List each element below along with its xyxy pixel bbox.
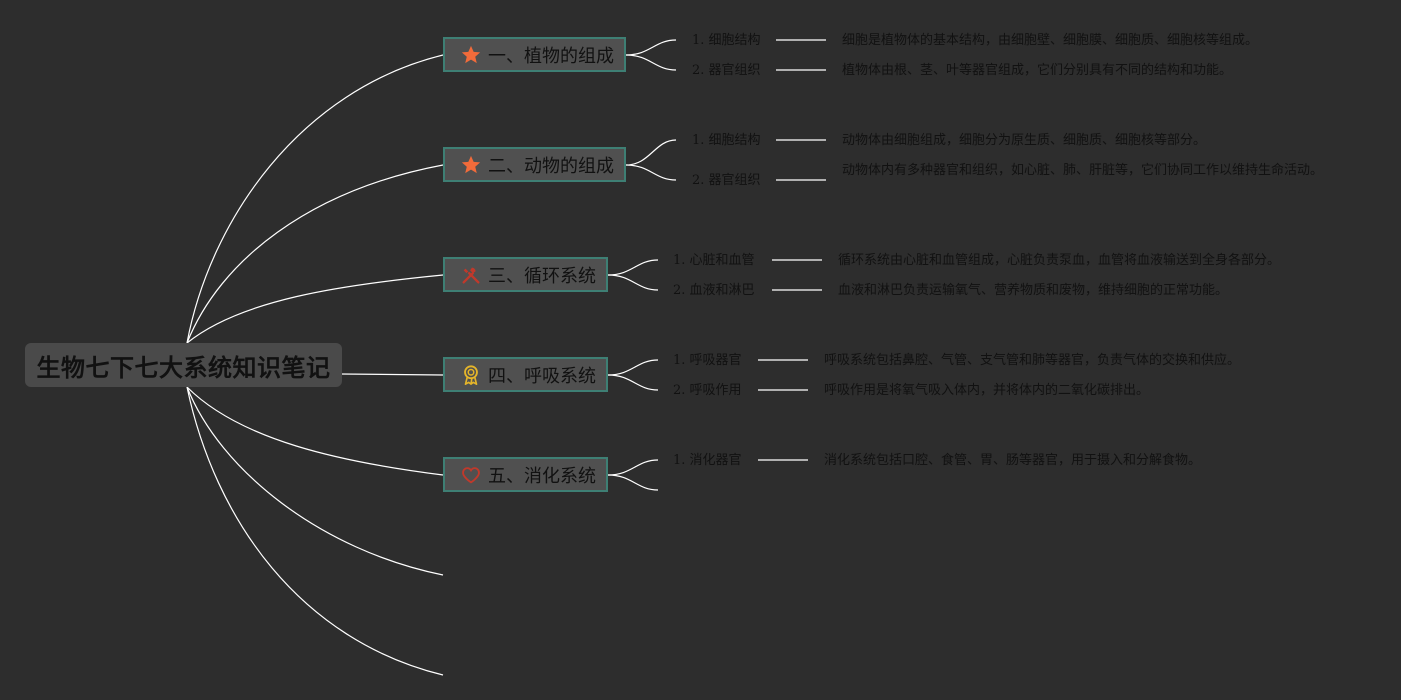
leaf-label[interactable]: 1. 细胞结构 (692, 33, 761, 48)
leaf-label[interactable]: 1. 消化器官 (673, 453, 742, 468)
leaf-description: 细胞是植物体的基本结构，由细胞壁、细胞膜、细胞质、细胞核等组成。 (842, 33, 1259, 48)
leaf-description: 动物体内有多种器官和组织，如心脏、肺、肝脏等，它们协同工作以维持生命活动。 (842, 163, 1324, 178)
leaf-description: 血液和淋巴负责运输氧气、营养物质和废物，维持细胞的正常功能。 (838, 283, 1229, 298)
leaf-description: 动物体由细胞组成，细胞分为原生质、细胞质、细胞核等部分。 (842, 133, 1207, 148)
leaf-label[interactable]: 2. 器官组织 (692, 173, 761, 188)
branch-node-plant-composition[interactable]: 一、植物的组成 (443, 37, 626, 72)
branch-node-respiratory-system[interactable]: 四、呼吸系统 (443, 357, 608, 392)
branch-node-animal-composition[interactable]: 二、动物的组成 (443, 147, 626, 182)
branch-title: 三、循环系统 (488, 265, 596, 287)
root-title: 生物七下七大系统知识笔记 (36, 353, 331, 382)
star-icon (460, 44, 482, 66)
heart-icon (460, 464, 482, 486)
branch-title: 二、动物的组成 (488, 155, 614, 177)
star-icon (460, 154, 482, 176)
leaf-label[interactable]: 2. 器官组织 (692, 63, 761, 78)
branch-node-circulatory-system[interactable]: 三、循环系统 (443, 257, 608, 292)
award-icon (460, 364, 482, 386)
leaf-description: 植物体由根、茎、叶等器官组成，它们分别具有不同的结构和功能。 (842, 63, 1233, 78)
leaf-label[interactable]: 1. 呼吸器官 (673, 353, 742, 368)
root-node[interactable]: 生物七下七大系统知识笔记 (25, 343, 342, 387)
leaf-description: 消化系统包括口腔、食管、胃、肠等器官，用于摄入和分解食物。 (824, 453, 1202, 468)
leaf-label[interactable]: 2. 呼吸作用 (673, 383, 742, 398)
leaf-label[interactable]: 1. 心脏和血管 (673, 253, 755, 268)
leaf-label[interactable]: 2. 血液和淋巴 (673, 283, 755, 298)
branch-title: 四、呼吸系统 (488, 365, 596, 387)
leaf-description: 呼吸作用是将氧气吸入体内，并将体内的二氧化碳排出。 (824, 383, 1150, 398)
branch-title: 一、植物的组成 (488, 45, 614, 67)
tools-icon (460, 264, 482, 286)
leaf-label[interactable]: 1. 细胞结构 (692, 133, 761, 148)
leaf-description: 循环系统由心脏和血管组成，心脏负责泵血，血管将血液输送到全身各部分。 (838, 253, 1281, 268)
branch-title: 五、消化系统 (488, 465, 596, 487)
branch-node-digestive-system[interactable]: 五、消化系统 (443, 457, 608, 492)
leaf-description: 呼吸系统包括鼻腔、气管、支气管和肺等器官，负责气体的交换和供应。 (824, 353, 1241, 368)
